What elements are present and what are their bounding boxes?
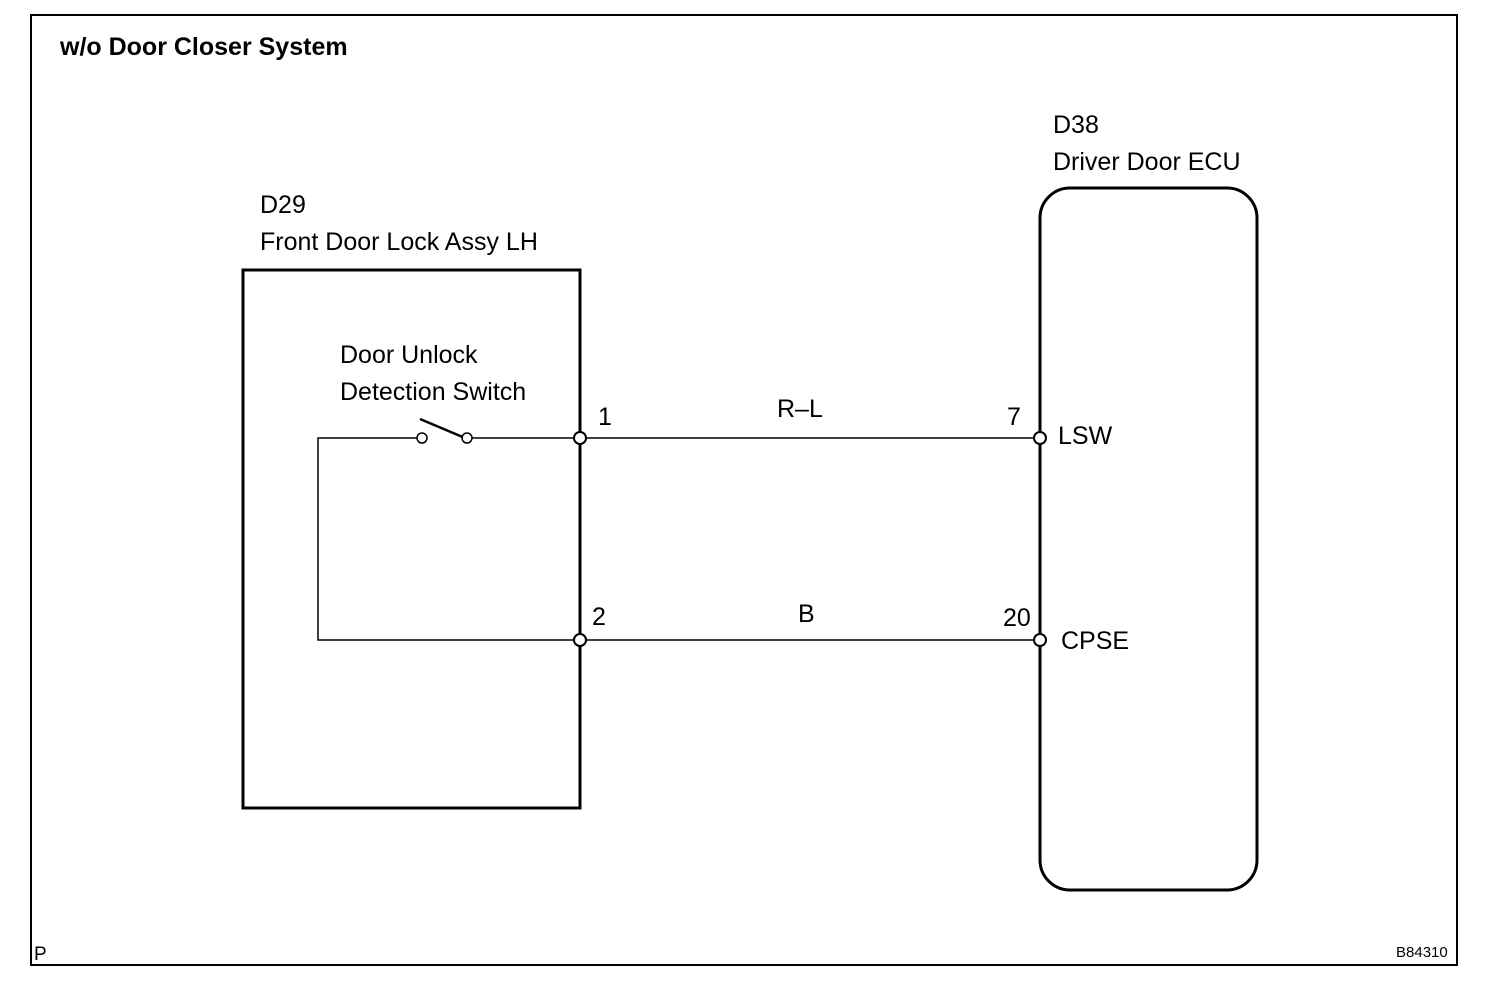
terminal-ecu-20 [1033, 633, 1047, 647]
switch-label-line1: Door Unlock [340, 341, 478, 369]
switch-blade [419, 417, 466, 440]
switch-contact-left [416, 432, 428, 444]
wire-color-b: B [798, 600, 815, 628]
pin-label-7: 7 [1007, 403, 1021, 431]
ecu-terminal-cpse: CPSE [1061, 627, 1130, 655]
lock-assy-name: Front Door Lock Assy LH [260, 228, 538, 256]
pin-label-1: 1 [598, 403, 612, 431]
ecu-code: D38 [1053, 111, 1099, 139]
ecu-box [1038, 186, 1259, 892]
terminal-lock-1 [573, 431, 587, 445]
lock-assy-box [241, 268, 582, 810]
internal-loop-wire [317, 437, 580, 641]
terminal-ecu-7 [1033, 431, 1047, 445]
footer-left-mark: P [34, 944, 47, 965]
lock-assy-code: D29 [260, 191, 306, 219]
wire-color-r-l: R–L [777, 395, 823, 423]
terminal-lock-2 [573, 633, 587, 647]
diagram-frame [30, 14, 1458, 966]
diagram-title: w/o Door Closer System [60, 33, 348, 61]
switch-contact-right [461, 432, 473, 444]
figure-code: B84310 [1396, 944, 1448, 961]
pin-label-20: 20 [1003, 604, 1031, 632]
ecu-name: Driver Door ECU [1053, 148, 1241, 176]
switch-label-line2: Detection Switch [340, 378, 527, 406]
ecu-terminal-lsw: LSW [1058, 422, 1113, 450]
pin-label-2: 2 [592, 603, 606, 631]
